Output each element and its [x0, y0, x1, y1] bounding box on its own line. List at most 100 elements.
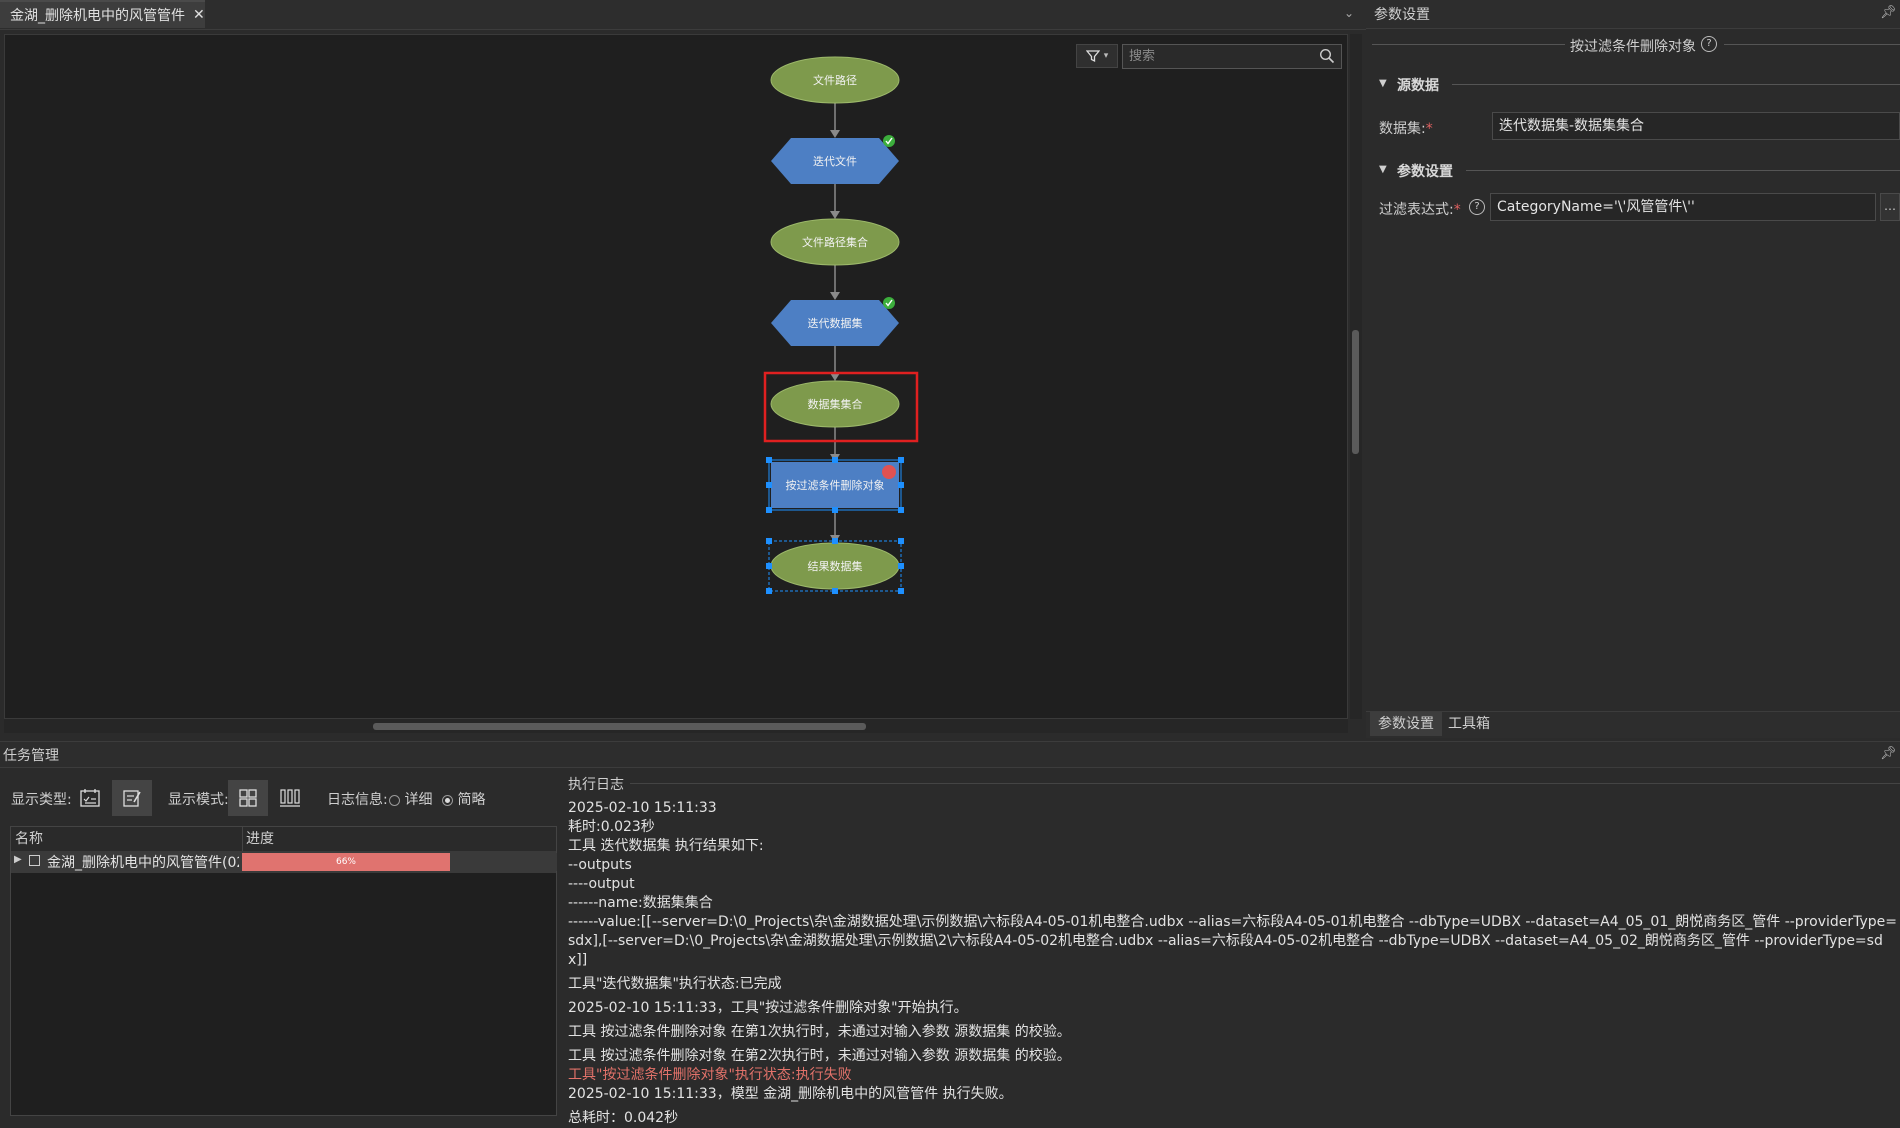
radio-detailed[interactable] — [389, 794, 400, 806]
log-info-label: 日志信息: — [327, 792, 388, 808]
flow-node-4[interactable]: 数据集集合 — [763, 371, 919, 443]
right-panel-tab-bar — [1366, 711, 1900, 738]
dataset-select[interactable]: 迭代数据集-数据集集合 — [1492, 112, 1900, 140]
log-line: 工具"按过滤条件删除对象"执行状态:执行失败 — [568, 1067, 852, 1083]
connector-arrow — [830, 292, 840, 300]
selection-handle — [766, 482, 772, 488]
log-line: 工具 按过滤条件删除对象 在第2次执行时，未通过对输入参数 源数据集 的校验。 — [568, 1048, 1071, 1064]
display-type-calendar-button[interactable] — [72, 782, 108, 814]
selection-handle — [766, 538, 772, 544]
divider — [1372, 44, 1565, 45]
connector-arrow — [830, 211, 840, 219]
node-label: 文件路径 — [813, 73, 857, 87]
selection-handle — [766, 588, 772, 594]
close-icon[interactable]: ✕ — [193, 7, 205, 23]
progress-bar — [242, 853, 450, 871]
horizontal-scroll-thumb[interactable] — [373, 723, 866, 730]
help-icon[interactable]: ? — [1469, 199, 1485, 215]
task-name: 金湖_删除机电中的风管管件(02- — [47, 855, 239, 871]
flow-node-6[interactable]: 结果数据集 — [766, 538, 904, 594]
filter-expression-input[interactable]: CategoryName='\'风管管件\'' — [1490, 193, 1876, 221]
node-label: 迭代文件 — [813, 154, 857, 168]
node-hexagon — [771, 300, 899, 346]
node-ellipse — [770, 380, 900, 428]
selection-handle — [832, 538, 838, 544]
column-header-name[interactable]: 名称 — [15, 831, 43, 847]
filter-button[interactable]: ▾ — [1076, 44, 1118, 68]
document-tab[interactable]: 金湖_删除机电中的风管管件 ✕ — [0, 0, 205, 28]
divider — [1452, 84, 1900, 85]
search-input[interactable] — [1123, 45, 1315, 68]
task-manager-title: 任务管理 — [3, 747, 59, 764]
selection-handle — [898, 457, 904, 463]
chevron-down-icon[interactable]: ⌄ — [1344, 6, 1355, 20]
display-type-log-button[interactable] — [112, 780, 152, 816]
model-canvas[interactable]: 文件路径迭代文件文件路径集合迭代数据集数据集集合按过滤条件删除对象结果数据集 — [4, 34, 1348, 719]
collapse-caret-icon[interactable]: ▼ — [1379, 164, 1387, 175]
flow-node-2[interactable]: 文件路径集合 — [770, 218, 900, 266]
vertical-scroll-thumb[interactable] — [1352, 330, 1359, 454]
node-label: 数据集集合 — [808, 397, 863, 411]
help-icon[interactable]: ? — [1701, 36, 1717, 52]
log-line: 2025-02-10 15:11:33，工具"按过滤条件删除对象"开始执行。 — [568, 1000, 968, 1016]
tab-toolbox[interactable]: 工具箱 — [1448, 716, 1490, 732]
selection-handle — [766, 507, 772, 513]
log-line: 工具"迭代数据集"执行状态:已完成 — [568, 976, 782, 992]
divider — [630, 783, 1900, 784]
divider — [1724, 44, 1900, 45]
search-box[interactable] — [1122, 44, 1342, 69]
log-line: --outputs — [568, 857, 632, 873]
check-mark — [885, 299, 893, 307]
node-label: 迭代数据集 — [808, 316, 863, 330]
highlight-frame — [763, 371, 919, 443]
search-icon[interactable] — [1319, 48, 1335, 64]
column-divider — [242, 827, 243, 851]
pin-icon[interactable]: 📌︎ — [1880, 5, 1897, 20]
expression-builder-button[interactable]: … — [1880, 193, 1900, 221]
log-line: ------name:数据集集合 — [568, 895, 713, 911]
flow-node-1[interactable]: 迭代文件 — [771, 135, 899, 184]
log-line: ------value:[[--server=D:\0_Projects\杂\金… — [568, 914, 1898, 968]
selection-handle — [832, 507, 838, 513]
filter-icon — [1085, 50, 1100, 63]
collapse-caret-icon[interactable]: ▼ — [1379, 78, 1387, 89]
radio-brief[interactable] — [442, 794, 453, 806]
pin-icon[interactable]: 📌︎ — [1880, 746, 1897, 761]
tool-title: 按过滤条件删除对象 — [1570, 39, 1696, 55]
calendar-icon — [80, 789, 100, 807]
document-tab-strip — [0, 0, 1366, 30]
flow-node-0[interactable]: 文件路径 — [770, 56, 900, 104]
section-source-data[interactable]: 源数据 — [1397, 78, 1439, 94]
flow-node-5[interactable]: 按过滤条件删除对象 — [766, 457, 904, 513]
right-panel-title: 参数设置 — [1374, 7, 1430, 23]
document-tab-title: 金湖_删除机电中的风管管件 — [10, 8, 185, 24]
node-ellipse — [770, 218, 900, 266]
dataset-label: 数据集:* — [1379, 121, 1433, 137]
log-option-detailed[interactable]: 详细 — [389, 789, 432, 809]
task-table — [10, 826, 557, 1116]
tab-parameter-settings[interactable]: 参数设置 — [1370, 712, 1442, 736]
connector-arrow — [830, 130, 840, 138]
log-option-brief[interactable]: 简略 — [442, 789, 485, 809]
model-icon — [29, 855, 40, 866]
right-panel-header: 参数设置 — [1366, 0, 1900, 29]
progress-label: 66% — [335, 857, 356, 867]
display-mode-grid-button[interactable] — [228, 780, 268, 816]
selection-handle — [898, 482, 904, 488]
log-line: 工具 按过滤条件删除对象 在第1次执行时，未通过对输入参数 源数据集 的校验。 — [568, 1024, 1071, 1040]
log-line: 总耗时：0.042秒 — [568, 1110, 679, 1126]
selection-handle — [898, 563, 904, 569]
log-line: ----output — [568, 876, 635, 892]
column-header-progress[interactable]: 进度 — [246, 831, 274, 847]
section-parameters[interactable]: 参数设置 — [1397, 164, 1453, 180]
selection-handle — [898, 588, 904, 594]
expand-arrow-icon[interactable]: ▶ — [14, 854, 22, 865]
filter-expression-label: 过滤表达式:* — [1379, 202, 1461, 218]
task-manager-header: 任务管理 — [0, 741, 1900, 768]
display-mode-columns-button[interactable] — [272, 782, 308, 814]
flow-node-3[interactable]: 迭代数据集 — [771, 297, 899, 346]
display-type-label: 显示类型: — [11, 792, 72, 808]
log-line: 2025-02-10 15:11:33 — [568, 800, 717, 816]
selection-handle — [898, 507, 904, 513]
